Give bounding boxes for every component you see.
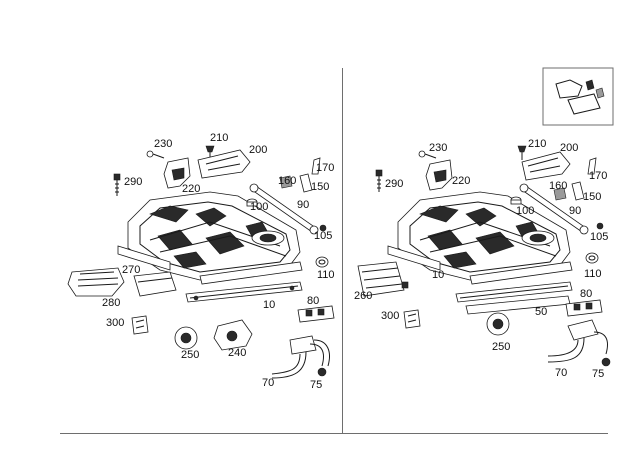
left-part-230-screw xyxy=(146,150,165,159)
callout-label: 230 xyxy=(429,142,448,154)
inset-thumbnail xyxy=(542,67,614,126)
left-part-210-clip xyxy=(205,145,215,160)
callout-label: 105 xyxy=(590,231,609,243)
right-part-290-bolt xyxy=(375,169,383,192)
right-part-210-clip xyxy=(517,145,527,160)
callout-label: 100 xyxy=(250,201,269,213)
left-part-270-module xyxy=(133,271,177,297)
right-part-80-switch xyxy=(565,299,603,317)
callout-label: 260 xyxy=(354,290,373,302)
left-seat-frame xyxy=(117,191,303,285)
callout-label: 150 xyxy=(583,191,602,203)
left-part-240-motor xyxy=(213,319,253,351)
left-part-110-cap xyxy=(315,256,329,268)
callout-label: 10 xyxy=(432,269,445,281)
callout-label: 50 xyxy=(535,306,548,318)
callout-label: 270 xyxy=(122,264,141,276)
bottom-rule xyxy=(60,433,608,434)
panel-divider xyxy=(342,68,343,434)
callout-label: 200 xyxy=(249,144,268,156)
right-part-260-module xyxy=(357,261,409,297)
callout-label: 280 xyxy=(102,297,121,309)
callout-label: 250 xyxy=(492,341,511,353)
callout-label: 90 xyxy=(569,205,582,217)
left-part-70-tube xyxy=(271,335,330,379)
callout-label: 70 xyxy=(555,367,568,379)
left-part-290-bolt xyxy=(113,173,121,196)
right-part-100-knob xyxy=(510,196,522,205)
right-part-70-tube xyxy=(547,319,608,363)
callout-label: 90 xyxy=(297,199,310,211)
callout-label: 220 xyxy=(182,183,201,195)
callout-label: 75 xyxy=(310,379,323,391)
callout-label: 80 xyxy=(307,295,320,307)
left-part-300-connector xyxy=(131,315,149,335)
callout-label: 100 xyxy=(516,205,535,217)
left-part-100-knob xyxy=(246,198,258,207)
right-seat-frame xyxy=(387,191,573,285)
right-part-105-screw xyxy=(596,222,604,230)
callout-label: 150 xyxy=(311,181,330,193)
left-part-80-switch xyxy=(297,305,335,323)
left-part-220-bracket xyxy=(163,157,191,189)
left-parts-150-160-170 xyxy=(279,157,321,193)
callout-label: 80 xyxy=(580,288,593,300)
left-part-105-screw xyxy=(319,224,327,232)
callout-label: 170 xyxy=(316,162,335,174)
callout-label: 290 xyxy=(124,176,143,188)
callout-label: 110 xyxy=(317,269,335,281)
callout-label: 170 xyxy=(589,170,608,182)
callout-label: 105 xyxy=(314,230,333,242)
left-part-75-fitting xyxy=(317,367,327,377)
callout-label: 220 xyxy=(452,175,471,187)
callout-label: 160 xyxy=(278,175,297,187)
callout-label: 230 xyxy=(154,138,173,150)
right-part-250-motor xyxy=(486,312,510,336)
right-part-200-trim xyxy=(521,151,571,181)
callout-label: 210 xyxy=(210,132,229,144)
right-part-75-fitting xyxy=(601,357,611,367)
right-part-110-cap xyxy=(585,252,599,264)
left-part-200-trim xyxy=(197,149,251,179)
callout-label: 210 xyxy=(528,138,547,150)
left-part-250-motor xyxy=(174,326,198,350)
right-parts-150-160-170 xyxy=(553,157,597,201)
left-crossbar-90 xyxy=(249,183,319,235)
right-part-230-screw xyxy=(418,150,437,159)
right-crossbar-90 xyxy=(519,183,589,235)
right-seat-rail xyxy=(455,281,573,303)
callout-label: 300 xyxy=(106,317,125,329)
callout-label: 300 xyxy=(381,310,400,322)
callout-label: 200 xyxy=(560,142,579,154)
callout-label: 10 xyxy=(263,299,276,311)
callout-label: 290 xyxy=(385,178,404,190)
callout-label: 110 xyxy=(584,268,602,280)
callout-label: 70 xyxy=(262,377,275,389)
callout-label: 75 xyxy=(592,368,605,380)
callout-label: 250 xyxy=(181,349,200,361)
callout-label: 160 xyxy=(549,180,568,192)
left-part-280-cushion xyxy=(67,267,125,297)
right-part-220-bracket xyxy=(425,159,453,191)
callout-label: 240 xyxy=(228,347,247,359)
right-part-300-connector xyxy=(403,309,421,329)
left-seat-rail xyxy=(185,281,303,303)
